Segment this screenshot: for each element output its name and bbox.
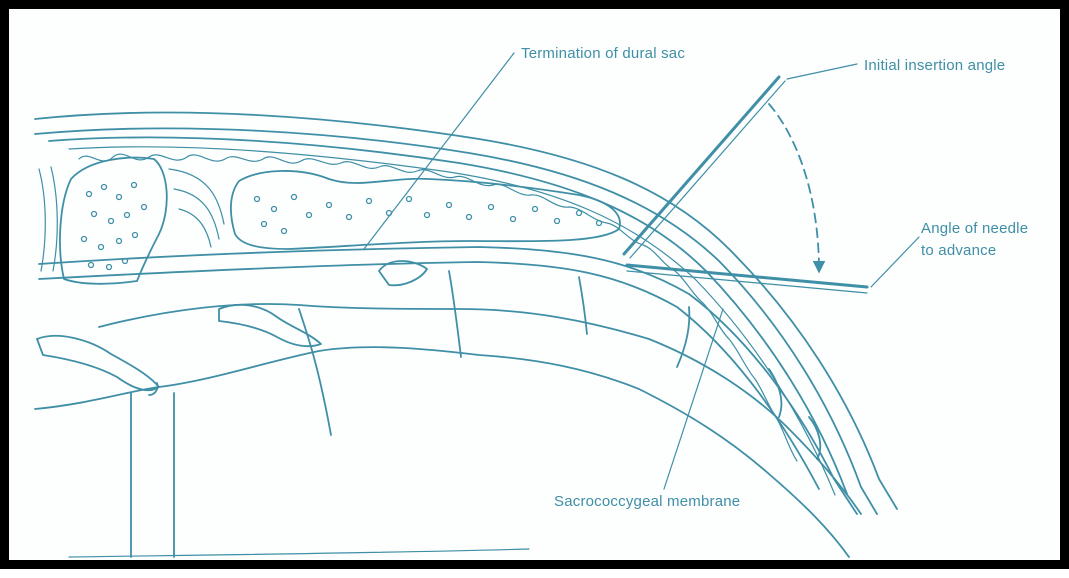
needles [624,77,867,293]
angle-arc [769,104,819,271]
sacral-canal [39,154,857,514]
sacrum-contour [35,271,861,557]
initial-needle [624,77,779,254]
label-sacrococcygeal-membrane: Sacrococcygeal membrane [554,492,740,511]
caudal-epidural-diagram [9,9,1069,578]
label-angle-of-needle-line2: to advance [921,241,996,260]
label-dural-sac: Termination of dural sac [521,44,685,63]
label-initial-insertion-angle: Initial insertion angle [864,56,1005,75]
label-angle-of-needle-line1: Angle of needle [921,219,1028,238]
posterior-elements [37,261,427,395]
